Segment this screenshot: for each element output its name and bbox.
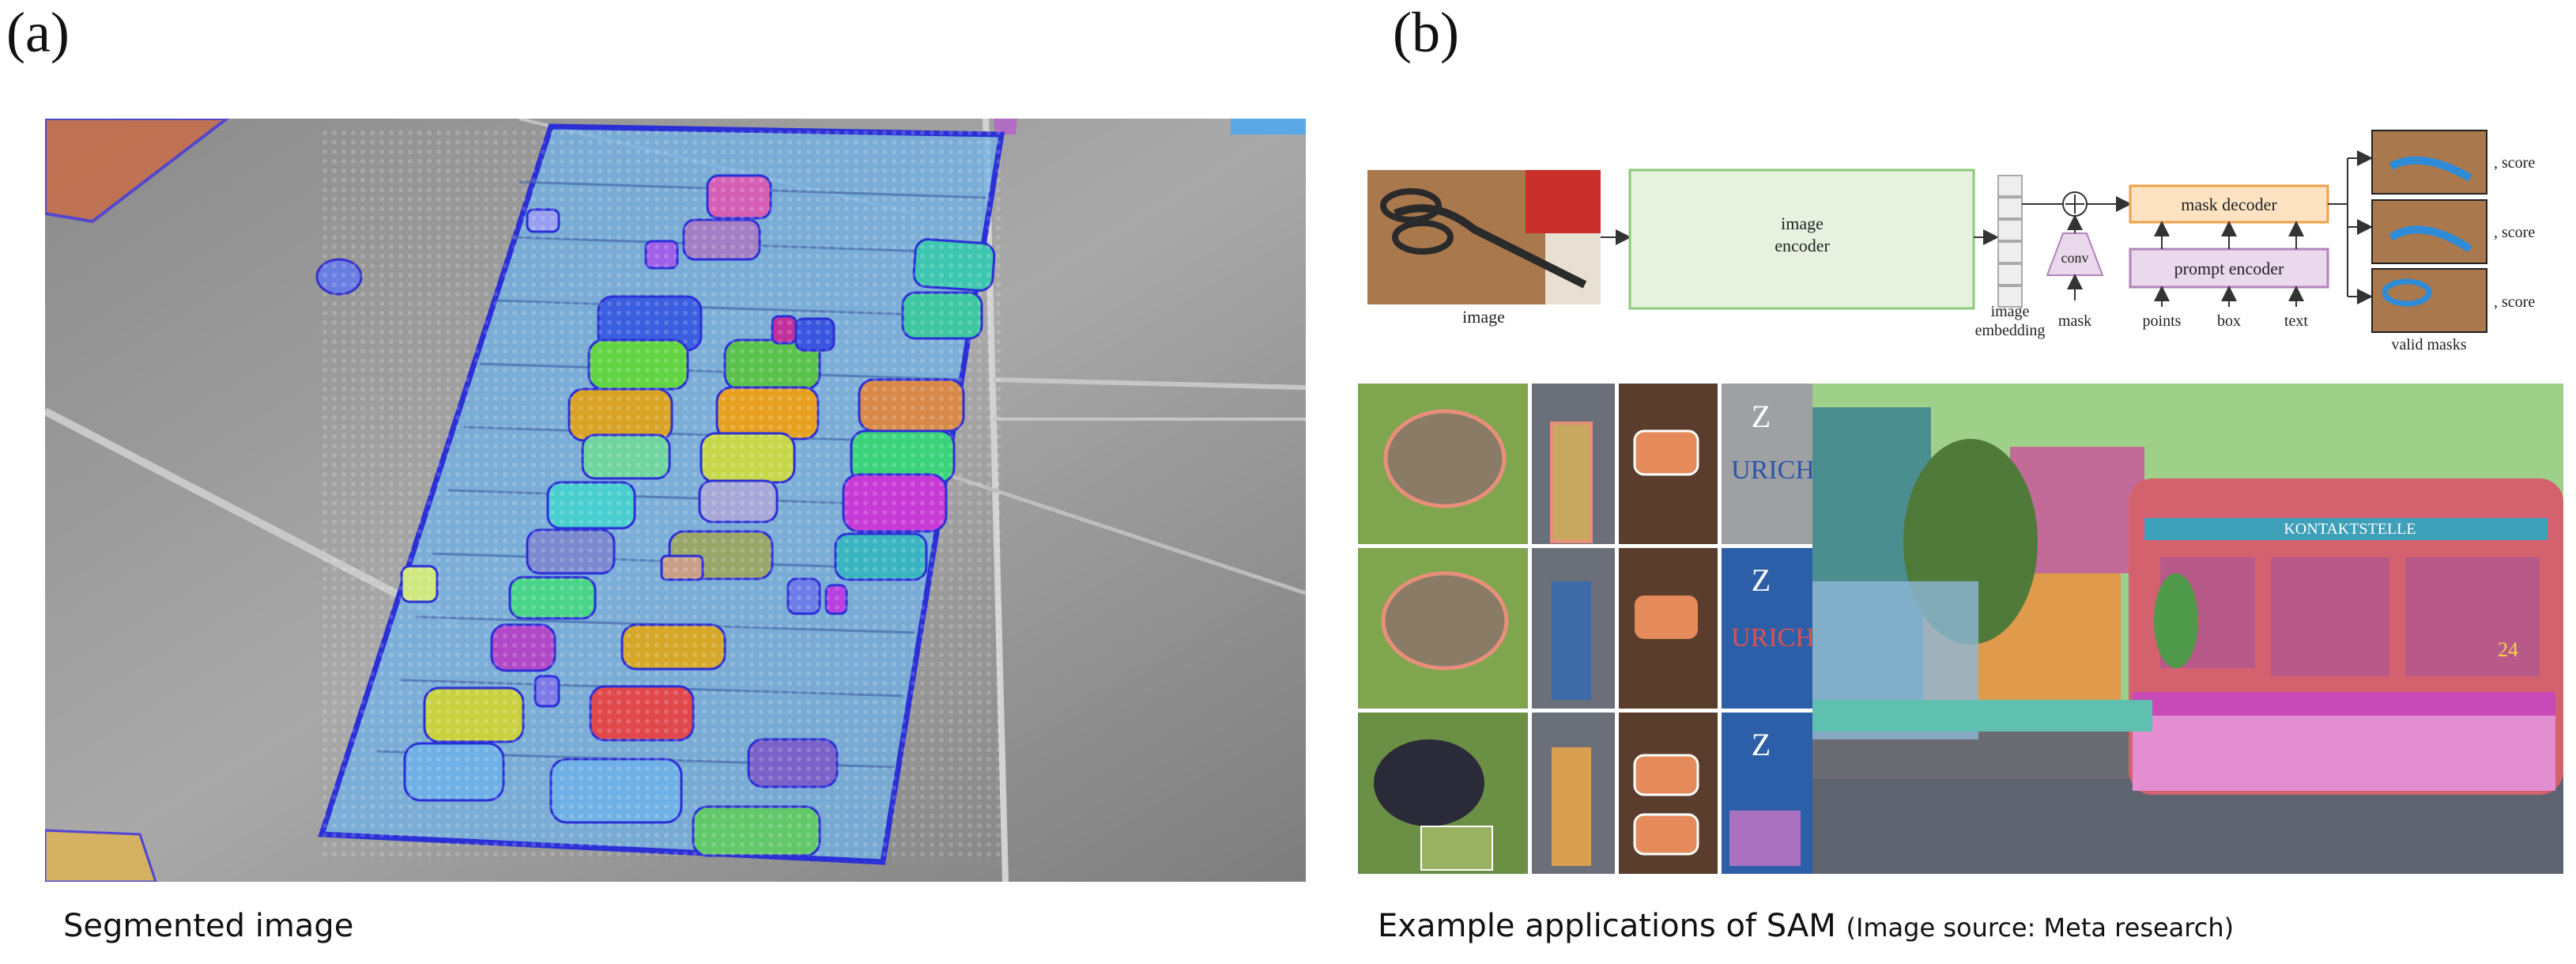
sam-example-grid: Z URICH Z URICH Z [1358,384,1816,874]
text-prompt-label: text [2284,312,2308,330]
zurich-column: Z URICH Z URICH Z [1722,384,1816,874]
panel-a-label: (a) [6,1,70,64]
valid-masks-label: valid masks [2392,336,2467,353]
panel-a-caption: Segmented image [63,908,354,944]
score-label-2: , score [2494,224,2535,241]
tram-destination-sign: KONTAKTSTELLE [2284,520,2416,538]
score-label-1: , score [2494,154,2535,172]
hand-column [1619,384,1718,874]
image-encoder-label-2: encoder [1775,236,1830,255]
svg-text:URICH: URICH [1731,623,1815,652]
mask-input-label: mask [2058,312,2091,330]
svg-text:Z: Z [1752,727,1771,762]
segmented-aerial-image [45,119,1306,882]
mask-decoder-label: mask decoder [2181,195,2277,214]
segment-yellow [45,829,157,882]
score-label-3: , score [2494,293,2535,311]
segment-blue [1231,119,1306,134]
conv-label: conv [2061,250,2089,266]
tram-window [2271,558,2389,676]
tram-window [2405,558,2540,676]
panel-b-caption: Example applications of SAM (Image sourc… [1378,908,2234,944]
segment-brown [45,119,230,224]
image-encoder-box [1628,168,1975,310]
panel-b-caption-source: (Image source: Meta research) [1846,913,2235,943]
driver [2154,573,2198,668]
prompt-encoder-label: prompt encoder [2174,259,2284,278]
street-scene-tram: KONTAKTSTELLE 24 [1812,384,2563,874]
tram-number: 24 [2498,638,2518,661]
embedding-label-2: embedding [1975,322,2046,339]
field-texture [322,127,1001,862]
sam-architecture-diagram: image image encoder image embedding conv… [1367,130,2535,353]
panel-b-caption-title: Example applications of SAM [1378,908,1836,944]
conv-block [2046,232,2104,276]
road [993,377,1306,390]
svg-text:Z: Z [1752,562,1771,598]
ostrich-column [1358,384,1528,874]
panel-b-label: (b) [1393,1,1459,64]
image-encoder-label-1: image [1781,214,1824,233]
person-column [1532,384,1615,874]
image-embedding-stack [1997,175,2023,308]
image-caption: image [1462,307,1505,327]
sidewalk [1812,700,2152,732]
output-mask-thumbnails [2371,130,2487,333]
box-label: box [2217,312,2241,330]
embedding-label-1: image [1991,303,2030,320]
zurich-sign-text: URICH [1731,456,1815,485]
svg-text:Z: Z [1752,399,1771,434]
points-label: points [2143,312,2182,330]
